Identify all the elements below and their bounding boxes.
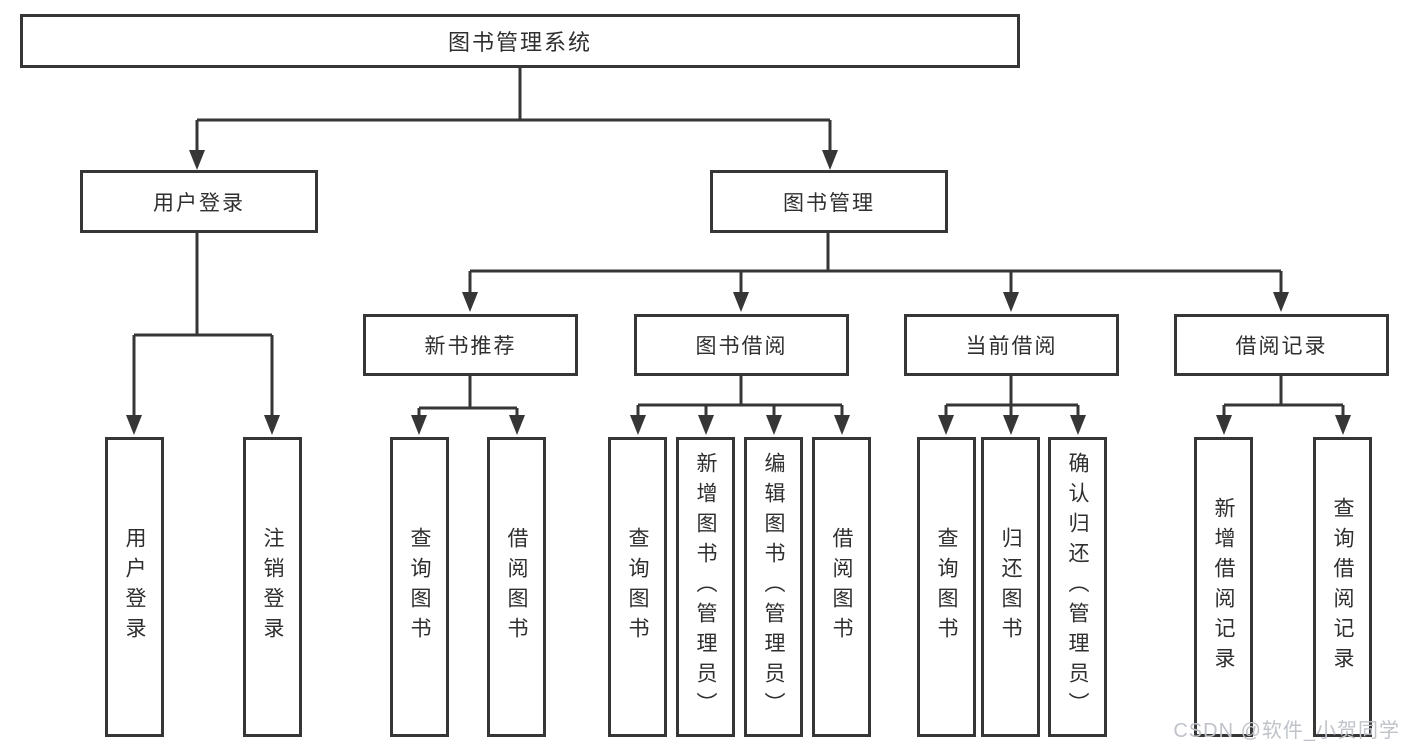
leaf-edit-book-admin: 编辑图书（管理员） xyxy=(744,437,803,737)
leaf-borrow-books-recommend: 借阅图书 xyxy=(487,437,546,737)
arrowhead-icon xyxy=(189,150,205,170)
leaf-add-borrow-record: 新增借阅记录 xyxy=(1194,437,1253,737)
leaf-add-borrow-record-label: 新增借阅记录 xyxy=(1212,497,1235,677)
arrowhead-icon xyxy=(1273,292,1289,312)
node-user-login: 用户登录 xyxy=(80,170,318,233)
leaf-query-books-borrow: 查询图书 xyxy=(608,437,667,737)
leaf-query-books-current-label: 查询图书 xyxy=(935,527,958,647)
arrowhead-icon xyxy=(1003,292,1019,312)
node-current-borrow-label: 当前借阅 xyxy=(965,335,1058,358)
arrowhead-icon xyxy=(1216,415,1232,435)
leaf-return-book: 归还图书 xyxy=(981,437,1040,737)
arrowhead-icon xyxy=(509,415,525,435)
arrowhead-icon xyxy=(264,415,280,435)
node-book-management: 图书管理 xyxy=(710,170,948,233)
leaf-user-login: 用户登录 xyxy=(105,437,164,737)
node-borrow-records-label: 借阅记录 xyxy=(1235,335,1328,358)
node-new-book-recommend-label: 新书推荐 xyxy=(424,335,517,358)
node-book-management-label: 图书管理 xyxy=(783,191,875,215)
csdn-watermark: CSDN @软件_小贺同学 xyxy=(1173,720,1400,742)
leaf-logout-label: 注销登录 xyxy=(261,527,284,647)
leaf-user-login-label: 用户登录 xyxy=(123,527,146,647)
leaf-logout: 注销登录 xyxy=(243,437,302,737)
node-borrow-records: 借阅记录 xyxy=(1174,314,1389,376)
leaf-query-borrow-record: 查询借阅记录 xyxy=(1313,437,1372,737)
leaf-query-books-recommend: 查询图书 xyxy=(390,437,449,737)
node-user-login-label: 用户登录 xyxy=(153,191,245,215)
leaf-query-books-borrow-label: 查询图书 xyxy=(626,527,649,647)
leaf-borrow-books-recommend-label: 借阅图书 xyxy=(505,527,528,647)
leaf-borrow-books-label: 借阅图书 xyxy=(830,527,853,647)
arrowhead-icon xyxy=(1335,415,1351,435)
arrowhead-icon xyxy=(822,150,838,170)
node-current-borrow: 当前借阅 xyxy=(904,314,1119,376)
leaf-add-book-admin: 新增图书（管理员） xyxy=(676,437,735,737)
arrowhead-icon xyxy=(1003,415,1019,435)
arrowhead-icon xyxy=(698,415,714,435)
node-root: 图书管理系统 xyxy=(20,14,1020,68)
arrowhead-icon xyxy=(462,292,478,312)
leaf-return-book-label: 归还图书 xyxy=(999,527,1022,647)
arrowhead-icon xyxy=(126,415,142,435)
leaf-query-books-current: 查询图书 xyxy=(917,437,976,737)
arrowhead-icon xyxy=(630,415,646,435)
node-book-borrow: 图书借阅 xyxy=(634,314,849,376)
arrowhead-icon xyxy=(766,415,782,435)
arrowhead-icon xyxy=(938,415,954,435)
arrowhead-icon xyxy=(411,415,427,435)
node-book-borrow-label: 图书借阅 xyxy=(695,335,788,358)
leaf-add-book-admin-label: 新增图书（管理员） xyxy=(694,452,717,722)
leaf-confirm-return-admin-label: 确认归还（管理员） xyxy=(1066,452,1089,722)
node-new-book-recommend: 新书推荐 xyxy=(363,314,578,376)
arrowhead-icon xyxy=(834,415,850,435)
leaf-borrow-books: 借阅图书 xyxy=(812,437,871,737)
leaf-query-books-recommend-label: 查询图书 xyxy=(408,527,431,647)
leaf-query-borrow-record-label: 查询借阅记录 xyxy=(1331,497,1354,677)
leaf-edit-book-admin-label: 编辑图书（管理员） xyxy=(762,452,785,722)
arrowhead-icon xyxy=(1070,415,1086,435)
node-root-label: 图书管理系统 xyxy=(447,30,592,55)
leaf-confirm-return-admin: 确认归还（管理员） xyxy=(1048,437,1107,737)
arrowhead-icon xyxy=(733,292,749,312)
